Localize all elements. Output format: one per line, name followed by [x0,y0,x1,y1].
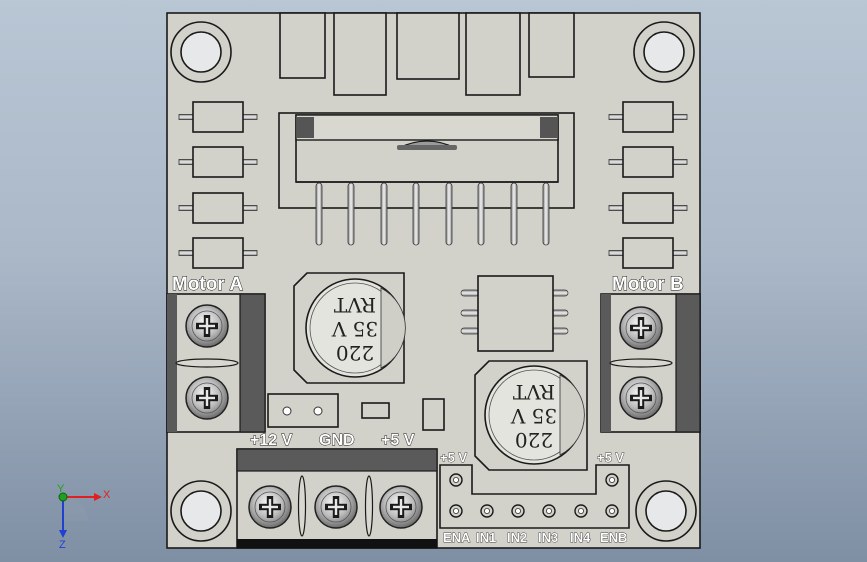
smd-resistor [361,402,390,419]
cap1-brand: RVT [333,293,376,317]
axis-triad: X Y Z [57,483,111,551]
label-12v: +12 V [250,432,293,449]
logic-ic-so8 [460,275,569,352]
axis-z-label: Z [59,539,66,551]
label-motor-a: Motor A [172,274,243,295]
label-in1: IN1 [476,530,496,545]
pin-in4[interactable] [574,504,588,518]
jumper-5v-enable[interactable] [267,393,339,428]
screw-power-12v[interactable] [248,485,292,529]
cap1-voltage: 35 V [331,317,378,341]
driver-ic-heatsink [278,112,575,209]
pin-in3[interactable] [542,504,556,518]
label-in4: IN4 [570,530,591,545]
cap2-voltage: 35 V [510,404,557,428]
label-5v-header-right: +5 V [597,450,624,465]
pin-enb[interactable] [605,504,619,518]
label-in2: IN2 [507,530,527,545]
axis-x-label: X [103,489,111,501]
label-gnd: GND [319,432,355,449]
screw-motor-a-2[interactable] [185,376,229,420]
pin-in2[interactable] [511,504,525,518]
top-components [279,12,575,96]
label-5v-header-left: +5 V [440,450,467,465]
axis-y-label: Y [57,483,65,495]
capacitor-1: 220 35 V RVT [293,272,406,384]
label-in3: IN3 [538,530,558,545]
smd-led [422,398,445,431]
pin-in1[interactable] [480,504,494,518]
cap1-value: 220 [336,341,374,365]
pin-ena[interactable] [449,504,463,518]
driver-ic-pins [315,182,550,246]
cap2-brand: RVT [512,380,555,404]
label-motor-b: Motor B [612,274,684,295]
cap2-value: 220 [515,428,553,452]
pin-5v-left[interactable] [449,473,463,487]
screw-motor-a-1[interactable] [185,304,229,348]
screw-power-gnd[interactable] [314,485,358,529]
capacitor-2: 220 35 V RVT [474,360,588,471]
pin-5v-right[interactable] [605,473,619,487]
screw-motor-b-2[interactable] [619,376,663,420]
label-5v-power: +5 V [381,432,415,449]
label-enb: ENB [600,530,627,545]
screw-motor-b-1[interactable] [619,306,663,350]
label-ena: ENA [443,530,471,545]
screw-power-5v[interactable] [379,485,423,529]
